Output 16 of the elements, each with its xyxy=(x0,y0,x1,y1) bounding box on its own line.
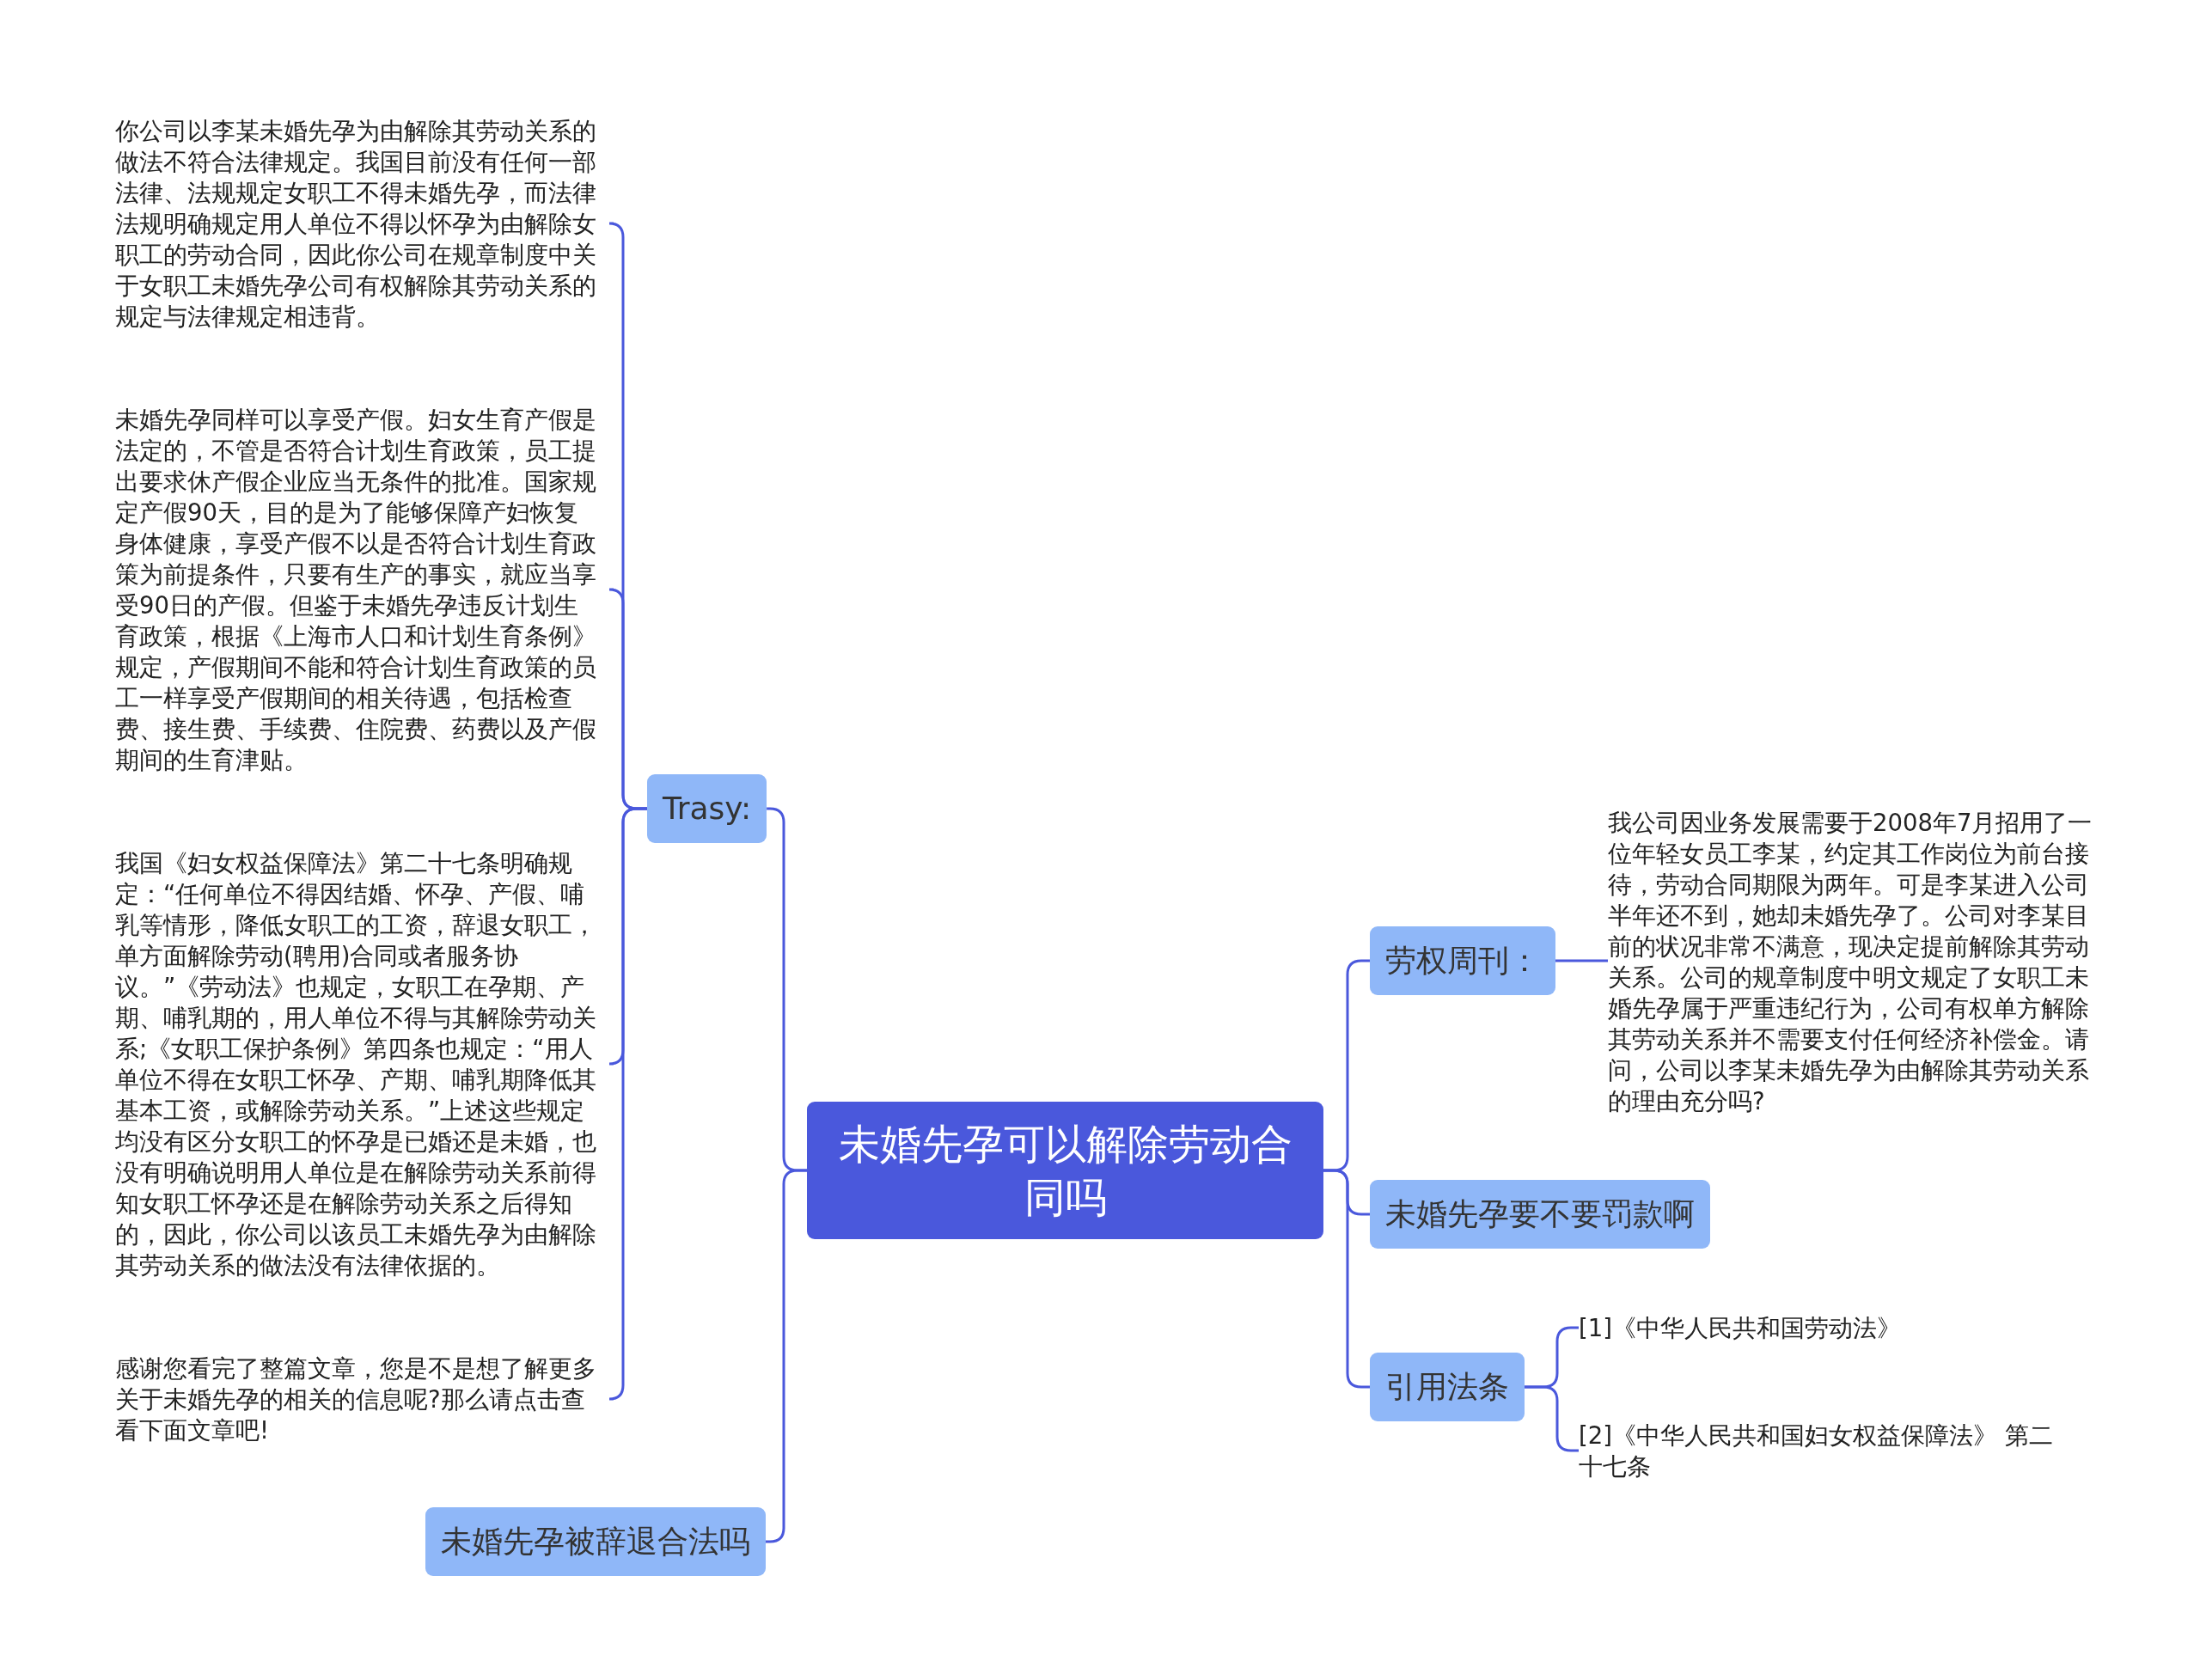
note-text: 我公司因业务发展需要于2008年7月招用了一位年轻女员工李某，约定其工作岗位为前台接待，劳动合同期限为两年。可是李某进入公司半年还不到，她却未婚先孕了。公司对李某目前的状况非常不满意，现决定提前解除其劳动关系。公司的规章制度中明文规定了女职工未婚先孕属于严重违纪行为，公司有权单方解除其劳动关系并不需要支付任何经济补偿金。请问，公司以李某未婚先孕为由解除其劳动关系的理由充分吗? xyxy=(1608,807,2094,1116)
topic-box: 引用法条 xyxy=(1370,1353,1525,1421)
connector xyxy=(1555,959,1608,962)
connector xyxy=(766,1169,807,1543)
topic-box: 未婚先孕被辞退合法吗 xyxy=(425,1507,766,1576)
note-text: 未婚先孕同样可以享受产假。妇女生育产假是法定的，不管是否符合计划生育政策，员工提出要求休产假企业应当无条件的批准。国家规定产假90天，目的是为了能够保障产妇恢复身体健康，享受产假不以是否符合计划生育政策为前提条件，只要有生产的事实，就应当享受90日的产假。但鉴于未婚先孕违反计划生育政策，根据《上海市人口和计划生育条例》规定，产假期间不能和符合计划生育政策的员工一样享受产假期间的相关待遇，包括检查费、接生费、手续费、住院费、药费以及产假期间的生育津贴。 xyxy=(115,404,614,775)
note-text: 感谢您看完了整篇文章，您是不是想了解更多关于未婚先孕的相关的信息呢?那么请点击查看下面文章吧! xyxy=(115,1353,614,1445)
note-text: 你公司以李某未婚先孕为由解除其劳动关系的做法不符合法律规定。我国目前没有任何一部法律、法规规定女职工不得未婚先孕，而法律法规明确规定用人单位不得以怀孕为由解除女职工的劳动合同，因此你公司在规章制度中关于女职工未婚先孕公司有权解除其劳动关系的规定与法律规定相违背。 xyxy=(115,115,614,332)
topic-box: 劳权周刊： xyxy=(1370,926,1555,995)
topic-box: 未婚先孕要不要罚款啊 xyxy=(1370,1180,1710,1249)
root-topic-box: 未婚先孕可以解除劳动合同吗 xyxy=(807,1102,1323,1239)
note-text: 我国《妇女权益保障法》第二十七条明确规定：“任何单位不得因结婚、怀孕、产假、哺乳等情形，降低女职工的工资，辞退女职工，单方面解除劳动(聘用)合同或者服务协议。”《劳动法》也规定，女职工在孕期、产期、哺乳期的，用人单位不得与其解除劳动关系;《女职工保护条例》第四条也规定：“用人单位不得在女职工怀孕、产期、哺乳期降低其基本工资，或解除劳动关系。”上述这些规定均没有区分女职工的怀孕是已婚还是未婚，也没有明确说明用人单位是在解除劳动关系前得知女职工怀孕还是在解除劳动关系之后得知的，因此，你公司以该员工未婚先孕为由解除其劳动关系的做法没有法律依据的。 xyxy=(115,847,614,1280)
topic-box: Trasy: xyxy=(647,774,767,843)
note-text: [2]《中华人民共和国妇女权益保障法》 第二十七条 xyxy=(1579,1420,2069,1481)
note-text: [1]《中华人民共和国劳动法》 xyxy=(1579,1312,2069,1343)
connector xyxy=(608,807,647,1401)
